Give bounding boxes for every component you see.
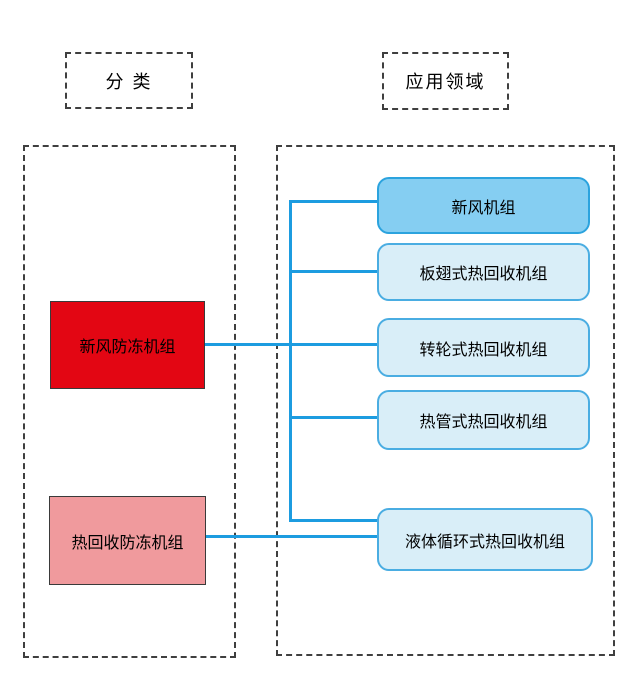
connector-spine-elbow-liquid-loop xyxy=(289,519,384,522)
category-heat-recovery-antifreeze-label: 热回收防冻机组 xyxy=(71,534,184,552)
application-node-rotary-wheel-heat-recovery: 转轮式热回收机组 xyxy=(377,318,590,377)
application-node-plate-fin-label: 板翅式热回收机组 xyxy=(419,266,548,283)
header-classification: 分 类 xyxy=(65,52,193,109)
connector-spine xyxy=(289,200,292,522)
classification-group-container xyxy=(23,145,236,658)
application-node-fresh-air-unit-label: 新风机组 xyxy=(451,199,516,217)
application-node-liquid-loop-heat-recovery: 液体循环式热回收机组 xyxy=(377,508,593,571)
application-node-liquid-loop-label: 液体循环式热回收机组 xyxy=(404,533,565,551)
header-application-domain: 应用领域 xyxy=(382,52,509,110)
category-fresh-air-antifreeze-unit: 新风防冻机组 xyxy=(50,301,205,389)
application-node-heat-pipe-label: 热管式热回收机组 xyxy=(419,414,548,431)
header-application-domain-label: 应用领域 xyxy=(405,72,486,92)
connector-stub-plate-fin xyxy=(289,270,379,273)
category-fresh-air-antifreeze-label: 新风防冻机组 xyxy=(79,339,176,356)
connector-heat-recovery-antifreeze-main xyxy=(200,535,379,538)
application-node-rotary-wheel-label: 转轮式热回收机组 xyxy=(419,341,548,359)
application-node-heat-pipe-heat-recovery: 热管式热回收机组 xyxy=(377,390,590,450)
header-classification-label: 分 类 xyxy=(105,71,153,92)
application-group-container xyxy=(276,145,615,656)
connector-stub-heat-pipe xyxy=(289,416,379,419)
connector-stub-fresh-air-unit xyxy=(289,200,379,203)
application-node-fresh-air-unit: 新风机组 xyxy=(377,177,590,234)
connector-fresh-air-antifreeze-main xyxy=(200,343,379,346)
application-node-plate-fin-heat-recovery: 板翅式热回收机组 xyxy=(377,243,590,301)
category-heat-recovery-antifreeze-unit: 热回收防冻机组 xyxy=(49,496,206,585)
